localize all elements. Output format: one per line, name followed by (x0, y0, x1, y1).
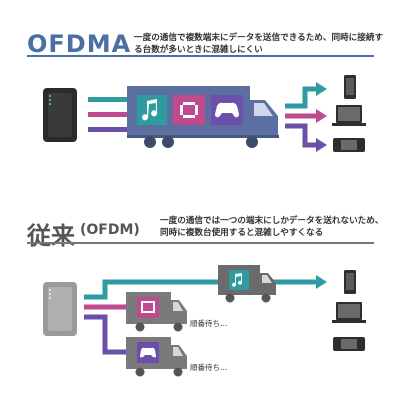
waiting-label-film: 順番待ち… (190, 319, 228, 328)
magenta-line-left (88, 112, 128, 117)
laptop-icon (332, 105, 366, 126)
purple-path (84, 314, 126, 355)
legacy-title: 従来 (27, 222, 75, 250)
film-icon (137, 297, 159, 318)
laptop-icon (332, 302, 366, 323)
desktop-icon (344, 270, 356, 294)
waiting-label-game: 順番待ち… (190, 363, 228, 372)
ofdma-description: 一度の通信で複数端末にデータを送信できるため、同時に接続する台数が多いときに混雑… (134, 33, 384, 55)
teal-arrow (316, 275, 327, 289)
handheld-console-icon (333, 138, 365, 152)
teal-arrow (316, 82, 327, 96)
truck-icon (126, 337, 187, 377)
gamepad-icon (211, 95, 243, 125)
magenta-arrow (316, 109, 327, 123)
router-icon (43, 88, 77, 142)
purple-line-left (88, 127, 128, 132)
legacy-description: 一度の通信では一つの端末にしかデータを送れないため、同時に複数台使用すると混雑し… (160, 216, 384, 238)
handheld-console-icon (333, 337, 365, 351)
legacy-divider (27, 242, 374, 244)
teal-path (84, 279, 218, 300)
desktop-icon (344, 75, 356, 99)
router-icon (43, 282, 77, 336)
ofdma-title: OFDMA (27, 30, 132, 58)
film-icon (173, 95, 205, 125)
music-note-icon (137, 95, 167, 125)
ofdma-divider (27, 55, 374, 57)
legacy-title-paren: (OFDM) (80, 222, 140, 238)
music-note-icon (229, 270, 249, 290)
gamepad-icon (137, 342, 159, 363)
purple-arrow (316, 138, 327, 152)
teal-line-left (88, 97, 128, 102)
